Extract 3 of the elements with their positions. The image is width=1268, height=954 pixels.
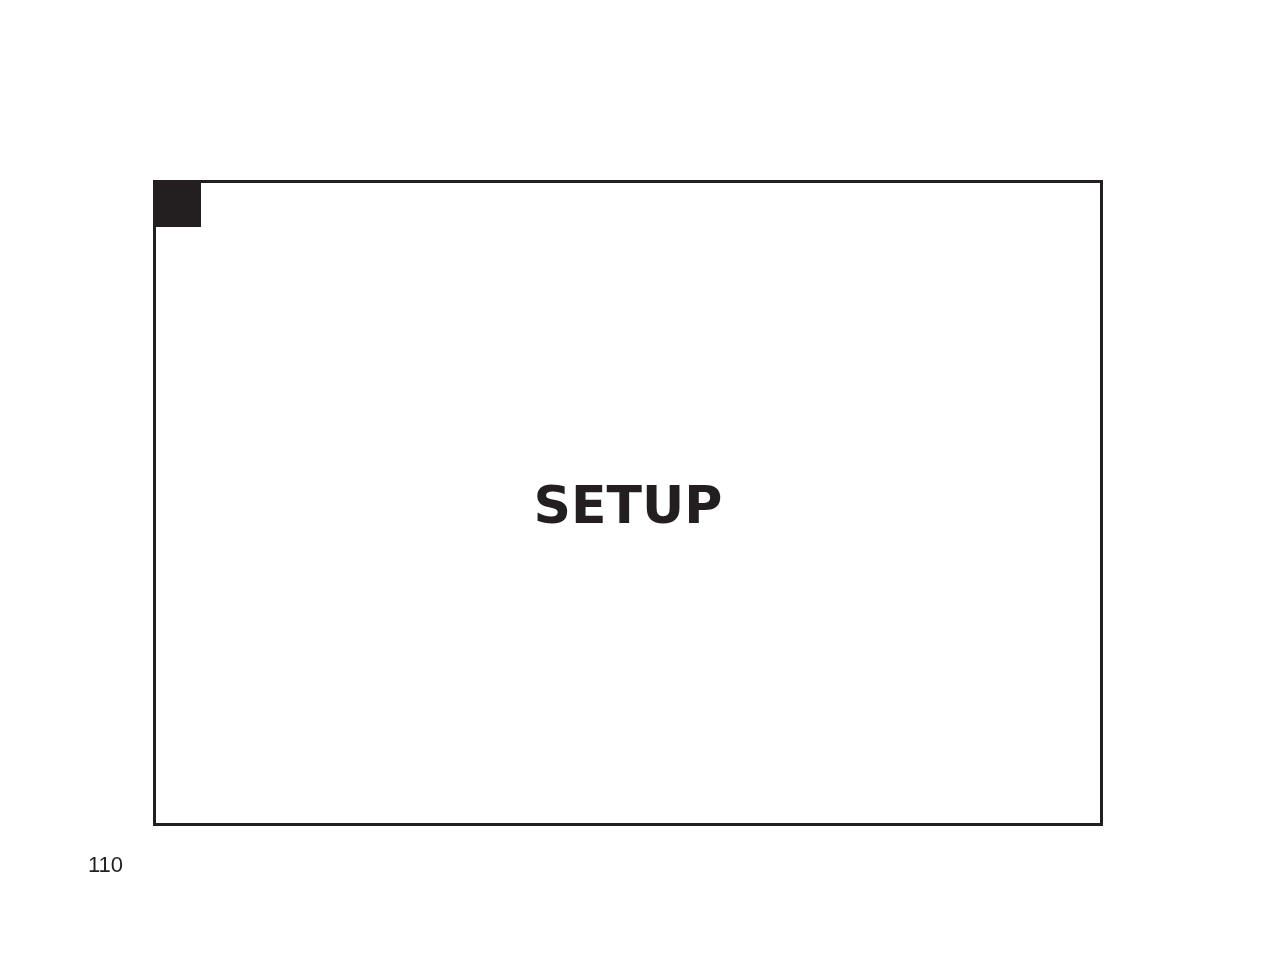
page-number: 110 — [88, 852, 124, 878]
section-heading: SETUP — [533, 475, 723, 535]
section-frame — [153, 180, 1103, 826]
